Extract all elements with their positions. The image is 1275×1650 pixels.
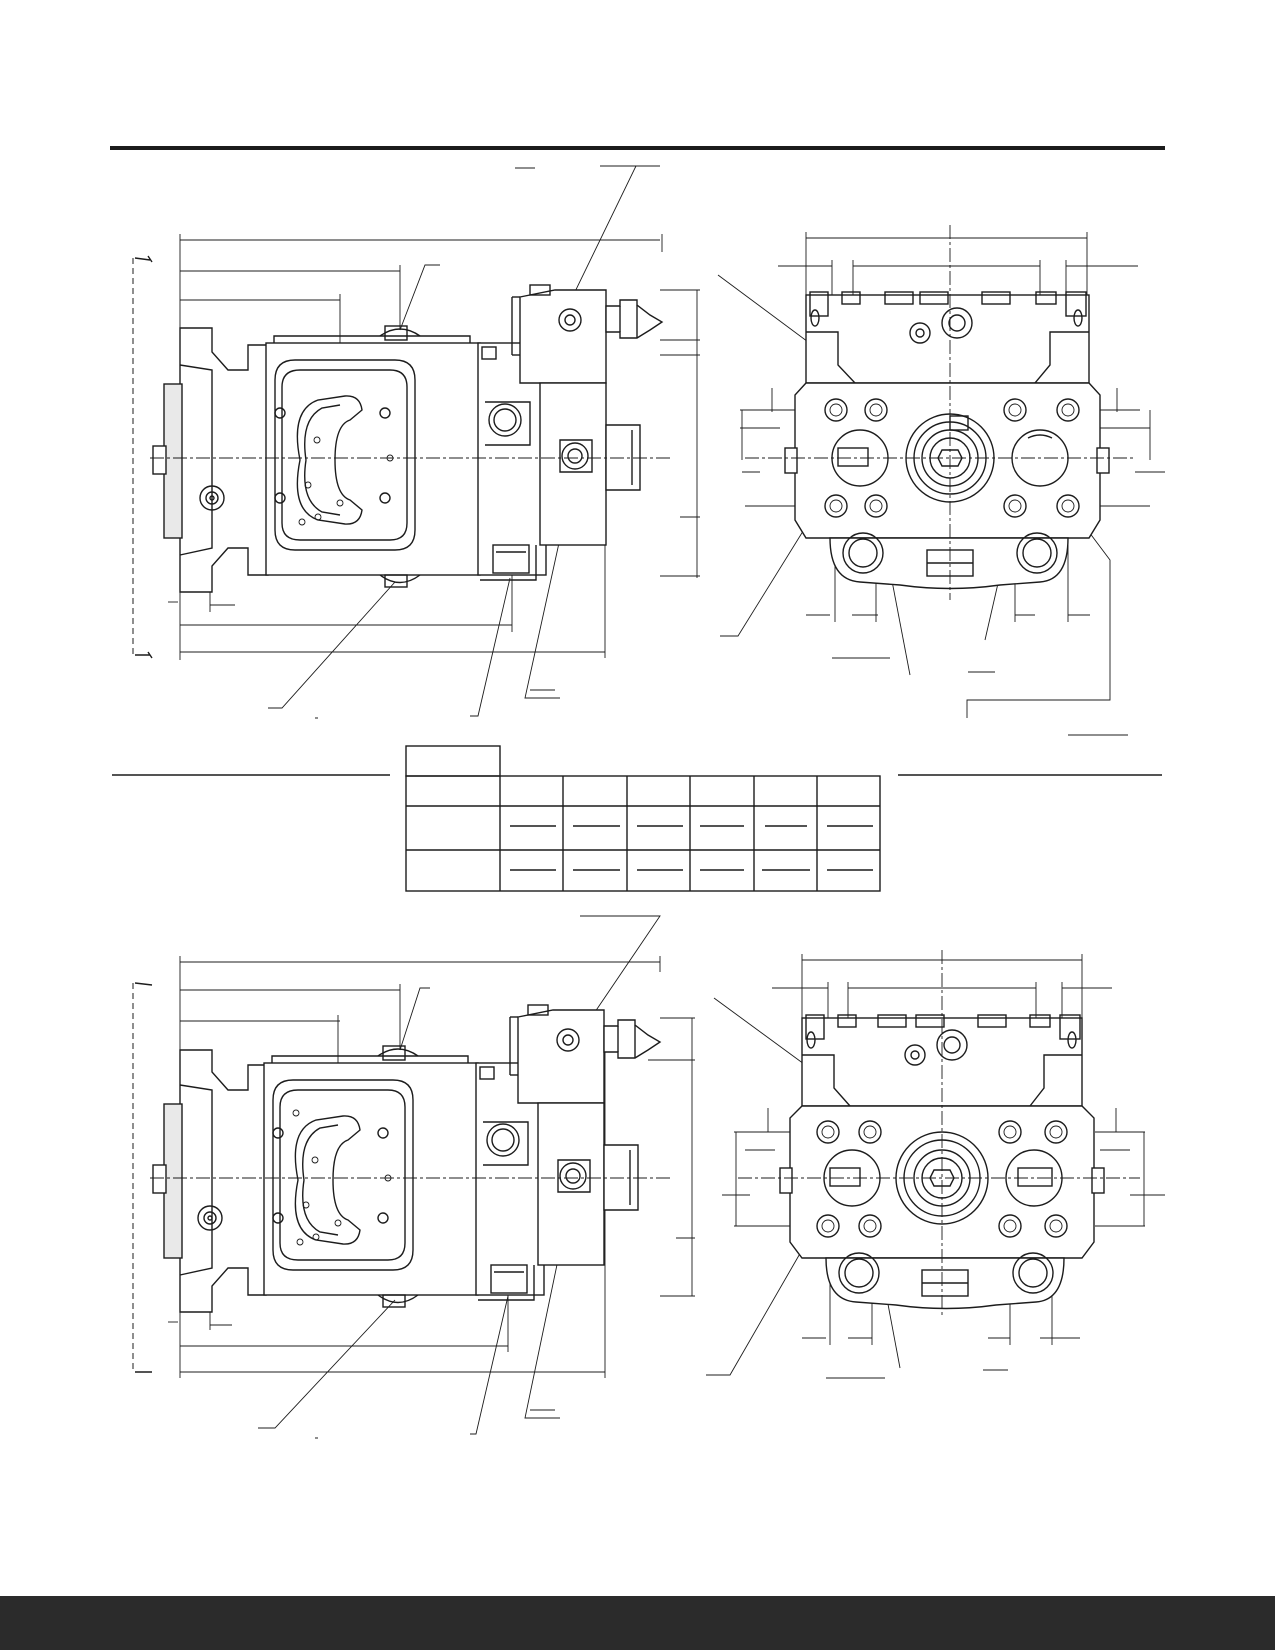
side-view-lower bbox=[132, 915, 695, 1439]
footer-band bbox=[0, 1596, 1275, 1650]
end-view-lower bbox=[706, 950, 1165, 1379]
side-view-upper bbox=[132, 165, 700, 719]
spec-table-frame bbox=[112, 745, 1162, 892]
end-view-upper bbox=[717, 225, 1165, 736]
